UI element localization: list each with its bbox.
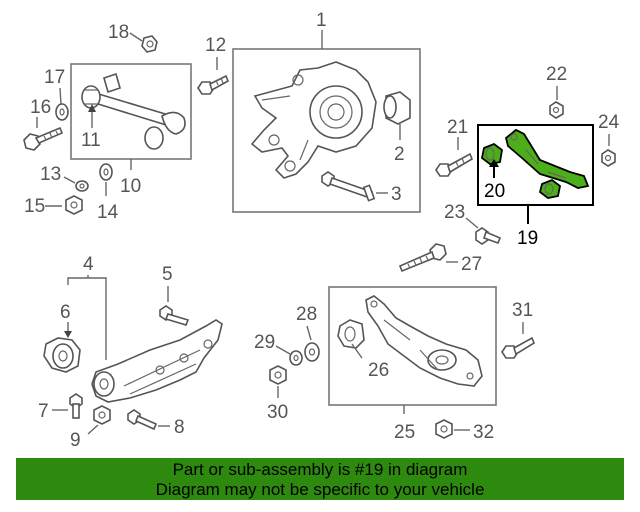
washer-13[interactable] [75, 180, 89, 192]
bolt-3[interactable] [321, 171, 376, 202]
callout-22: 22 [546, 64, 567, 85]
callout-11: 11 [81, 130, 101, 151]
callout-24: 24 [598, 112, 620, 133]
bolt-27[interactable] [398, 243, 447, 273]
lower-control-arm-25[interactable] [365, 295, 483, 387]
callout-15: 15 [24, 196, 45, 217]
callout-20: 20 [484, 181, 505, 202]
callout-27: 27 [461, 254, 482, 275]
callout-26: 26 [368, 360, 389, 381]
nut-32[interactable] [435, 419, 453, 439]
bushing-6[interactable] [43, 337, 81, 373]
callout-17: 17 [44, 67, 65, 88]
callout-18: 18 [108, 22, 129, 43]
callout-16: 16 [30, 97, 51, 118]
nut-9[interactable] [93, 405, 111, 425]
bolt-12[interactable] [197, 74, 230, 95]
bolt-21[interactable] [435, 152, 473, 177]
bushing-19-end[interactable] [538, 178, 561, 199]
callout-9: 9 [70, 430, 81, 451]
callout-31: 31 [512, 300, 533, 321]
washer-17[interactable] [55, 103, 69, 121]
callout-14: 14 [97, 202, 119, 223]
upper-control-arm-19[interactable] [504, 128, 590, 189]
info-banner: Part or sub-assembly is #19 in diagram D… [16, 458, 624, 500]
washer-14[interactable] [99, 163, 113, 181]
callout-32: 32 [473, 422, 494, 443]
callout-7: 7 [38, 401, 49, 422]
bushing-26[interactable] [337, 319, 365, 349]
part-group-box-25 [328, 286, 497, 406]
callout-6: 6 [60, 302, 71, 323]
parts-diagram: 11 10 18 17 16 13 14 15 12 [23, 10, 620, 451]
callout-30: 30 [267, 402, 288, 423]
callout-2: 2 [394, 144, 405, 165]
nut-30[interactable] [269, 365, 287, 385]
banner-line-1: Part or sub-assembly is #19 in diagram [172, 460, 468, 479]
bolt-31[interactable] [501, 336, 535, 359]
nut-18[interactable] [141, 35, 158, 53]
callout-1: 1 [316, 10, 327, 31]
nut-22[interactable] [549, 101, 564, 119]
rear-knuckle[interactable] [250, 61, 377, 179]
trailing-arm-4[interactable] [91, 319, 223, 403]
bolt-8[interactable] [127, 409, 158, 431]
callout-21: 21 [447, 117, 468, 138]
washer-28[interactable] [304, 342, 320, 362]
callout-3: 3 [391, 184, 402, 205]
callout-4: 4 [83, 254, 94, 275]
bushing-20[interactable] [481, 142, 503, 165]
nut-24[interactable] [601, 149, 616, 167]
lateral-link-arm[interactable] [81, 72, 186, 150]
banner-line-2: Diagram may not be specific to your vehi… [155, 480, 485, 499]
callout-10: 10 [120, 176, 141, 197]
bolt-23[interactable] [475, 227, 502, 245]
callout-12: 12 [205, 35, 226, 56]
callout-13: 13 [40, 164, 61, 185]
nut-15[interactable] [65, 195, 83, 215]
bolt-7[interactable] [69, 393, 83, 419]
bolt-16[interactable] [23, 126, 64, 151]
callout-28: 28 [296, 304, 317, 325]
part-group-box-1 [232, 48, 421, 213]
callout-5: 5 [162, 264, 173, 285]
washer-29[interactable] [289, 350, 303, 366]
bushing-2[interactable] [383, 91, 411, 125]
bolt-5[interactable] [159, 305, 190, 326]
callout-19: 19 [517, 228, 538, 249]
callout-25: 25 [394, 422, 415, 443]
callout-23: 23 [444, 202, 465, 223]
callout-29: 29 [254, 332, 275, 353]
callout-8: 8 [174, 417, 185, 438]
part-group-box-19 [477, 124, 594, 206]
